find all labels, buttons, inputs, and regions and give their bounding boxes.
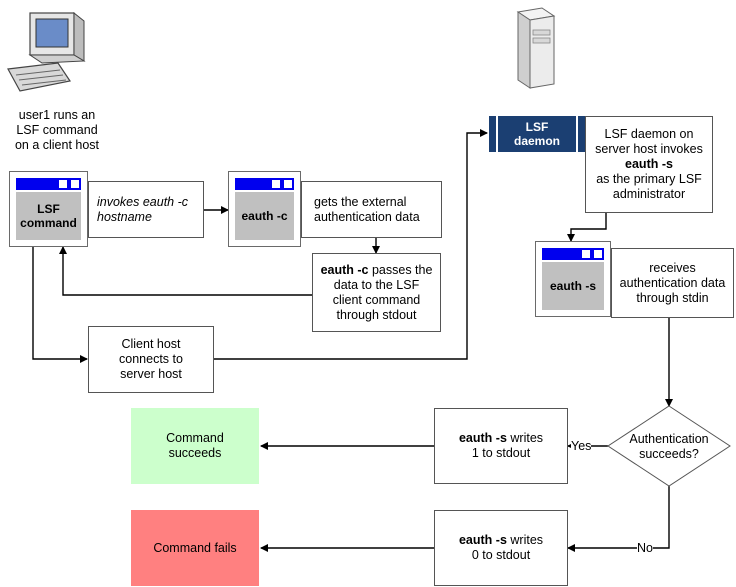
server-icon (516, 7, 556, 89)
eauth-s-window: eauth -s (535, 241, 611, 317)
no-label: No (637, 541, 653, 555)
daemon-stripe (496, 116, 498, 152)
decision-diamond (607, 405, 731, 487)
arrow-to-connects (32, 247, 88, 363)
daemon-box: LSF daemon on server host invokes eauth … (585, 116, 713, 213)
computer-icon (7, 11, 86, 92)
arrow-to-eauth-s (567, 213, 607, 242)
window-titlebar (542, 248, 604, 260)
window-titlebar (16, 178, 81, 190)
writes-0-box: eauth -s writes 0 to stdout (434, 510, 568, 586)
window-button-icon (284, 180, 292, 188)
arrow-back-to-command (59, 246, 312, 296)
window-button-icon (71, 180, 79, 188)
eauth-c-window: eauth -c (228, 171, 301, 247)
window-button-icon (582, 250, 590, 258)
yes-label: Yes (571, 439, 592, 453)
window-button-icon (594, 250, 602, 258)
window-button-icon (59, 180, 67, 188)
arrow-to-daemon (214, 129, 488, 360)
window-titlebar (235, 178, 294, 190)
arrow-no (567, 486, 670, 552)
passes-box: eauth -c passes the data to the LSF clie… (312, 253, 441, 332)
daemon-stripe (576, 116, 578, 152)
writes-1-box: eauth -s writes 1 to stdout (434, 408, 568, 484)
window-button-icon (272, 180, 280, 188)
command-fails-box: Command fails (131, 510, 259, 586)
